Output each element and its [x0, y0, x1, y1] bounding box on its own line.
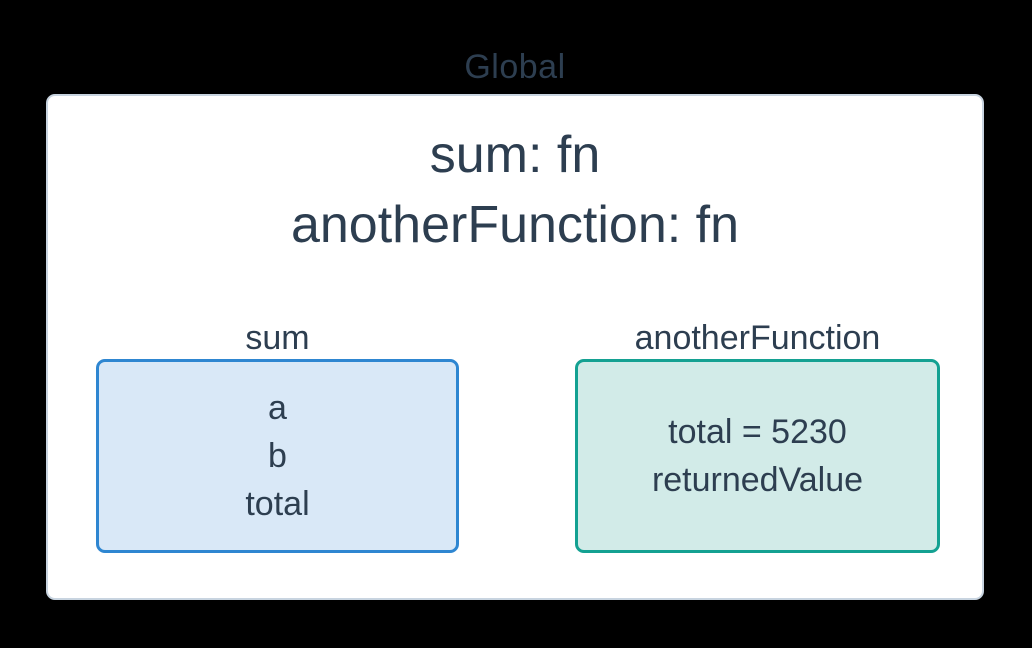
- scope-variable-total: total: [245, 485, 310, 523]
- function-scope-sum-title: sum: [245, 319, 310, 357]
- function-scope-anotherFunction: anotherFunction total = 5230 returnedVal…: [575, 318, 940, 553]
- function-scope-anotherFunction-title: anotherFunction: [634, 319, 881, 357]
- global-scope-box: sum: fn anotherFunction: fn sum a b tota…: [46, 94, 984, 600]
- function-scope-anotherFunction-box: total = 5230 returnedValue: [575, 359, 940, 553]
- global-variables-list: sum: fn anotherFunction: fn: [48, 120, 982, 260]
- global-scope-title: Global: [464, 48, 566, 86]
- global-variable-sum: sum: fn: [429, 126, 601, 184]
- global-variable-anotherFunction: anotherFunction: fn: [290, 196, 740, 254]
- scope-variable-a: a: [268, 389, 287, 427]
- function-scope-sum: sum a b total: [96, 318, 459, 553]
- scope-variable-returnedValue: returnedValue: [651, 461, 864, 499]
- scope-variable-total-value: total = 5230: [668, 413, 847, 451]
- function-scope-sum-box: a b total: [96, 359, 459, 553]
- scope-variable-b: b: [268, 437, 287, 475]
